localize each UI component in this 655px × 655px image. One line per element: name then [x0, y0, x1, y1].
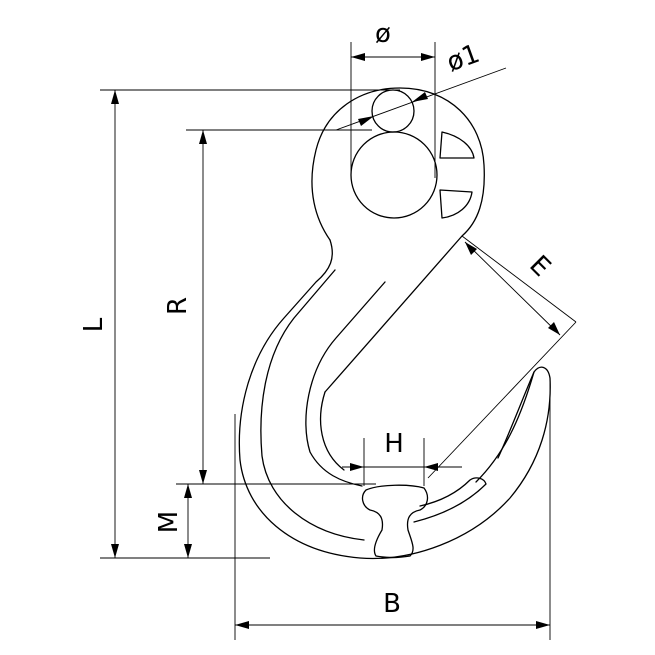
label-hook-gap: H: [384, 429, 404, 459]
label-diameter1: ø1: [443, 39, 484, 78]
label-width: B: [383, 589, 401, 619]
label-radius: R: [163, 297, 193, 315]
eye-cutout-lower: [439, 189, 473, 219]
eye-cutout-upper: [439, 131, 475, 159]
hook-tip-inner: [475, 371, 535, 483]
hook-shank-inner-line-2: [305, 281, 386, 487]
hook-body: [238, 87, 551, 560]
eye-hole-small: [371, 89, 415, 133]
hook-outer-contour: [311, 87, 485, 393]
label-bottom: M: [154, 511, 184, 533]
label-diameter: ø: [375, 19, 391, 49]
label-throat: E: [523, 250, 556, 283]
hook-bowl-crescent: [413, 477, 487, 523]
hook-latch: [361, 484, 429, 559]
hook-shank-outer: [238, 239, 551, 560]
hook-shank-inner-line: [260, 269, 365, 541]
eye-hole-large: [350, 131, 438, 219]
dimension-lines: [100, 42, 577, 640]
hook-bowl-inner: [319, 391, 345, 471]
label-length: L: [79, 317, 109, 332]
